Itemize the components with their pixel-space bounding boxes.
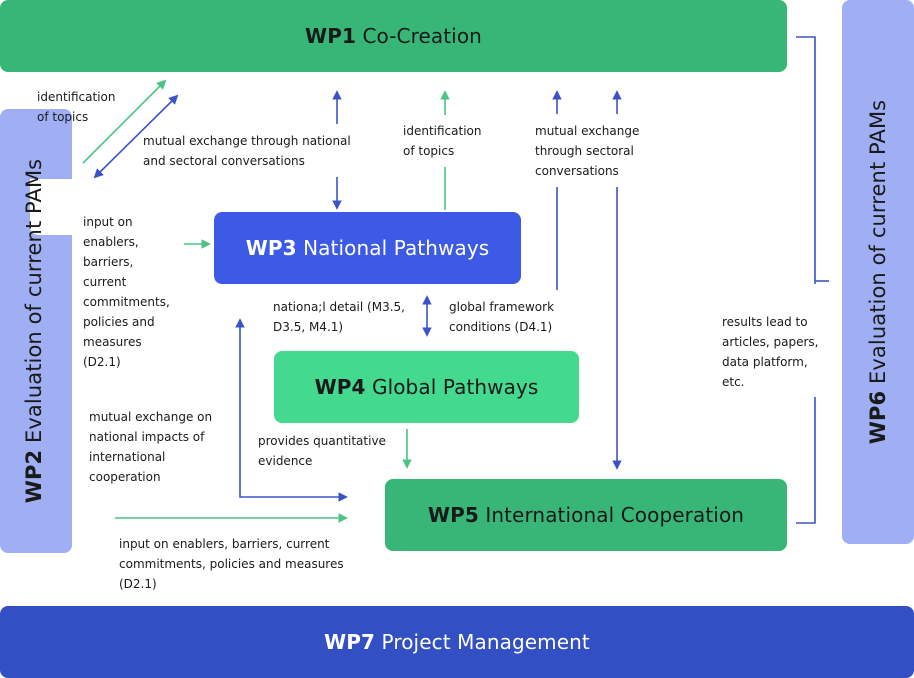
wp5-code: WP5 [427, 503, 479, 527]
wp2-title: WP2 Evaluation of current PAMs [22, 159, 46, 503]
label-wp4-to-wp5: provides quantitative evidence [258, 434, 386, 468]
wp6-code: WP6 [866, 390, 890, 445]
wp7-title: WP7 Project Management [324, 630, 590, 654]
wp4-title: WP4 Global Pathways [315, 375, 539, 399]
wp3-title: WP3 National Pathways [246, 236, 490, 260]
label-wp2-to-wp1: identification of topics [37, 90, 116, 124]
wp2-notch [30, 179, 76, 235]
label-wp2-to-wp3: input on enablers, barriers, current com… [83, 215, 170, 369]
bracket-wp6-top [796, 36, 816, 284]
wp2-code: WP2 [22, 449, 46, 504]
wp7-project-management-box: WP7 Project Management [0, 606, 914, 678]
wp4-code: WP4 [314, 375, 366, 399]
label-wp6-results: results lead to articles, papers, data p… [722, 315, 819, 389]
label-wp2-to-wp5: input on enablers, barriers, current com… [119, 537, 344, 591]
label-wp4-to-wp3: global framework conditions (D4.1) [449, 300, 555, 334]
wp4-global-pathways-box: WP4 Global Pathways [274, 351, 579, 423]
wp6-title: WP6 Evaluation of current PAMs [866, 100, 890, 444]
label-wp2-wp1-exchange: mutual exchange through national and sec… [143, 134, 351, 168]
wp6-evaluation-box: WP6 Evaluation of current PAMs [842, 0, 914, 544]
wp6-name: Evaluation of current PAMs [866, 99, 890, 384]
wp1-code: WP1 [305, 24, 356, 48]
wp5-international-cooperation-box: WP5 International Cooperation [385, 479, 787, 551]
wp4-name: Global Pathways [371, 375, 539, 399]
wp2-name: Evaluation of current PAMs [22, 158, 46, 443]
wp1-title: WP1 Co-Creation [305, 24, 482, 48]
wp5-title: WP5 International Cooperation [428, 503, 744, 527]
label-wp3-to-wp4: nationa;l detail (M3.5, D3.5, M4.1) [273, 300, 405, 334]
wp3-name: National Pathways [303, 236, 490, 260]
wp1-name: Co-Creation [362, 24, 482, 48]
wp7-name: Project Management [381, 630, 590, 654]
label-wp5-wp1-exchange: mutual exchange through sectoral convers… [535, 124, 640, 178]
wp7-code: WP7 [324, 630, 376, 654]
label-wp3-to-wp1: identification of topics [403, 124, 482, 158]
wp3-code: WP3 [245, 236, 297, 260]
wp2-evaluation-box: WP2 Evaluation of current PAMs [0, 109, 76, 553]
wp5-name: International Cooperation [485, 503, 745, 527]
wp3-national-pathways-box: WP3 National Pathways [214, 212, 521, 284]
bracket-wp6-bottom [796, 397, 816, 524]
label-wp3-wp5-exchange: mutual exchange on national impacts of i… [89, 410, 213, 484]
wp1-co-creation-box: WP1 Co-Creation [0, 0, 787, 72]
